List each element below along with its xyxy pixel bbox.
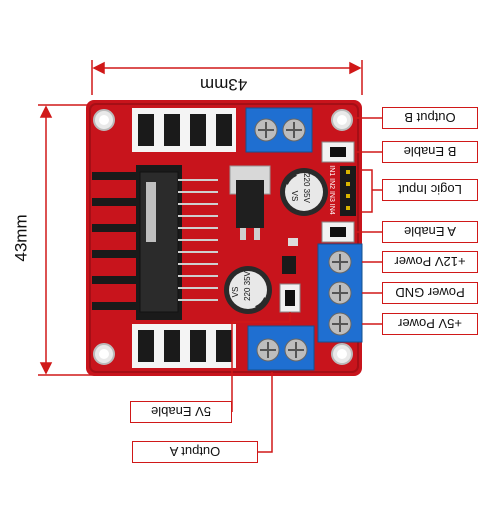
top-diode-array: [132, 108, 236, 152]
height-dimension-label: 43mm: [11, 214, 31, 262]
pin-header-silkscreen: IN1 IN2 IN3 IN4: [328, 165, 335, 215]
width-dimension-label: 43mm: [200, 75, 248, 94]
label-logic-input: Logic Input: [382, 179, 478, 201]
terminal-output-a: [247, 325, 315, 371]
label-12v-power: +12V Power: [382, 251, 478, 273]
capacitor-bottom-series: VS: [231, 287, 240, 298]
capacitor-top: 220 35V VS: [280, 168, 328, 216]
terminal-output-b: [245, 107, 313, 153]
driver-chip: [139, 171, 179, 313]
bottom-diode-array: [132, 324, 236, 368]
logic-input-header: IN1 IN2 IN3 IN4: [328, 165, 356, 216]
capacitor-top-series: VS: [290, 191, 299, 202]
smd-led: [288, 238, 298, 246]
capacitor-top-rating: 220 35V: [302, 173, 311, 203]
label-5v-enable: 5V Enable: [130, 401, 232, 423]
label-power-gnd: Power GND: [382, 282, 478, 304]
label-output-a: Output A: [132, 441, 258, 463]
width-dimension: [91, 60, 363, 95]
terminal-power: [317, 243, 363, 343]
jumper-a-enable: [321, 221, 355, 243]
capacitor-bottom-rating: 220 35V: [243, 270, 252, 300]
voltage-regulator: [229, 165, 271, 240]
label-b-enable: B Enable: [382, 141, 478, 163]
smd-resistor: [282, 256, 296, 274]
mounting-holes: [93, 109, 353, 365]
chip-pins: [178, 179, 218, 301]
jumper-b-enable: [321, 141, 355, 163]
label-a-enable: A Enable: [382, 221, 478, 243]
jumper-5v-enable: [279, 283, 301, 313]
label-output-b: Output B: [382, 107, 478, 129]
leader-lines: [231, 117, 382, 453]
label-5v-power: +5V Power: [382, 313, 478, 335]
capacitor-bottom: 220 35V VS: [224, 266, 272, 314]
height-dimension: [38, 104, 92, 376]
